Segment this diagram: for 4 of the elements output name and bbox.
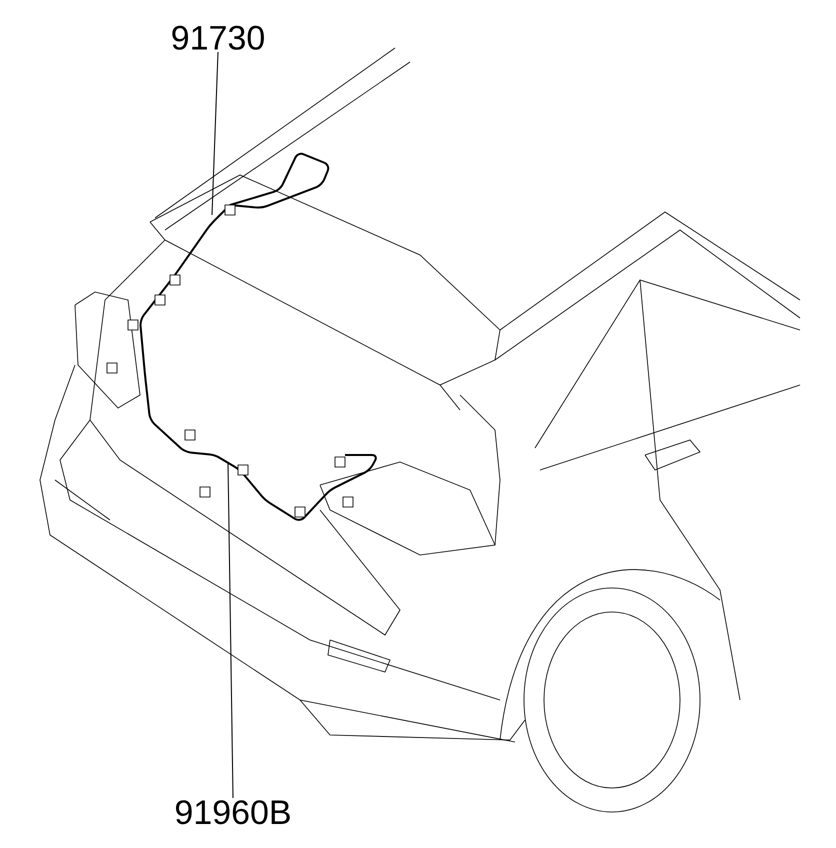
leader-line xyxy=(228,462,234,798)
callout-number: 91730 xyxy=(172,26,264,50)
leader-line xyxy=(212,52,218,216)
callout-number: 91960B xyxy=(176,800,290,824)
